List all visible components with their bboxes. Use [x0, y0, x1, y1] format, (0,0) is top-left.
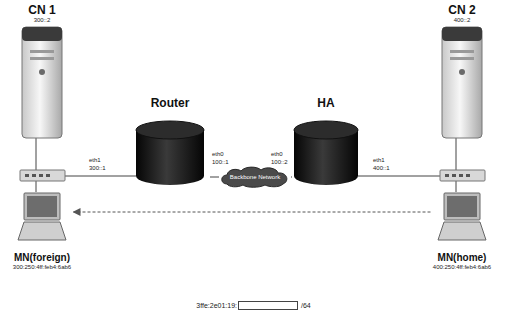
- server-top: [22, 27, 62, 41]
- device-name: HA: [317, 96, 334, 110]
- movement-arrow: [74, 212, 431, 213]
- laptop-screen: [24, 193, 60, 220]
- server-button: [39, 69, 45, 75]
- prefix-row: 3ffe:2e01:19: /64: [0, 301, 507, 310]
- router-node: HA: [292, 96, 360, 188]
- switch-port: [46, 174, 50, 177]
- interface-label: eth1: [88, 157, 102, 164]
- wires: [36, 138, 456, 192]
- interface-label: eth0: [211, 151, 225, 158]
- cloud-label: Backbone Network: [230, 174, 280, 181]
- device-name: MN(home): [431, 252, 494, 264]
- router-top: [136, 121, 204, 139]
- wire: [65, 176, 136, 177]
- server-button: [459, 69, 465, 75]
- switch-port: [452, 174, 456, 177]
- wire: [36, 138, 37, 192]
- wire: [358, 176, 440, 177]
- server-icon: [22, 27, 62, 138]
- prefix-text: 3ffe:2e01:19:: [196, 301, 237, 310]
- icon-space: [11, 190, 74, 252]
- blank-field: [238, 301, 298, 310]
- laptop-display: [27, 196, 57, 217]
- address-text: 400:250:4ff:feb4:6ab6: [431, 264, 494, 271]
- wire: [456, 138, 457, 192]
- switch-body: [440, 170, 485, 181]
- switch-port: [25, 174, 29, 177]
- device-node: MN(home)400:250:4ff:feb4:6ab6: [431, 190, 494, 271]
- router-icon: [136, 121, 204, 185]
- device-name: Router: [151, 96, 190, 110]
- router-node: Router: [130, 96, 210, 188]
- interface-label: eth1: [372, 157, 386, 164]
- router-top: [294, 121, 358, 139]
- server-body: [442, 27, 482, 138]
- laptop-screen: [444, 193, 480, 220]
- device-name: CN 2: [437, 3, 487, 17]
- switch-icon: [20, 170, 65, 181]
- switch-port: [459, 174, 463, 177]
- interface-label: 300::1: [88, 165, 107, 172]
- switch-icon: [440, 170, 485, 181]
- server-top: [442, 27, 482, 41]
- server-body: [22, 27, 62, 138]
- laptop-base: [438, 222, 486, 240]
- icon-space: [431, 190, 494, 252]
- laptop-base: [18, 222, 66, 240]
- interface-label: 100::2: [270, 159, 289, 166]
- laptop-icon: [438, 193, 486, 240]
- server-icon: [442, 27, 482, 138]
- address-text: 400::2: [437, 17, 487, 24]
- switch-port: [39, 174, 43, 177]
- interface-label: 100::1: [211, 159, 230, 166]
- device-node: CN 1300::2: [17, 3, 67, 24]
- interface-label: 400::1: [372, 165, 391, 172]
- device-name: MN(foreign): [11, 252, 74, 264]
- address-text: 300::2: [17, 17, 67, 24]
- network-link: [291, 177, 292, 178]
- router-icon: [294, 121, 358, 185]
- device-node: CN 2400::2: [437, 3, 487, 24]
- switch-port: [466, 174, 470, 177]
- switch-port: [32, 174, 36, 177]
- switch-body: [20, 170, 65, 181]
- server-slot: [450, 57, 474, 60]
- cloud-outline: [222, 167, 287, 187]
- server-slot: [30, 50, 54, 53]
- server-slot: [450, 50, 474, 53]
- laptop-icon: [18, 193, 66, 240]
- device-name: CN 1: [17, 3, 67, 17]
- device-node: MN(foreign)300:250:4ff:feb4:6ab6: [11, 190, 74, 271]
- network-cloud: Backbone Network: [219, 166, 291, 188]
- prefix-text: /64: [301, 301, 311, 310]
- address-text: 300:250:4ff:feb4:6ab6: [11, 264, 74, 271]
- switch-port: [445, 174, 449, 177]
- laptop-display: [447, 196, 477, 217]
- interface-label: eth0: [270, 151, 284, 158]
- network-link: [210, 177, 219, 178]
- server-slot: [30, 57, 54, 60]
